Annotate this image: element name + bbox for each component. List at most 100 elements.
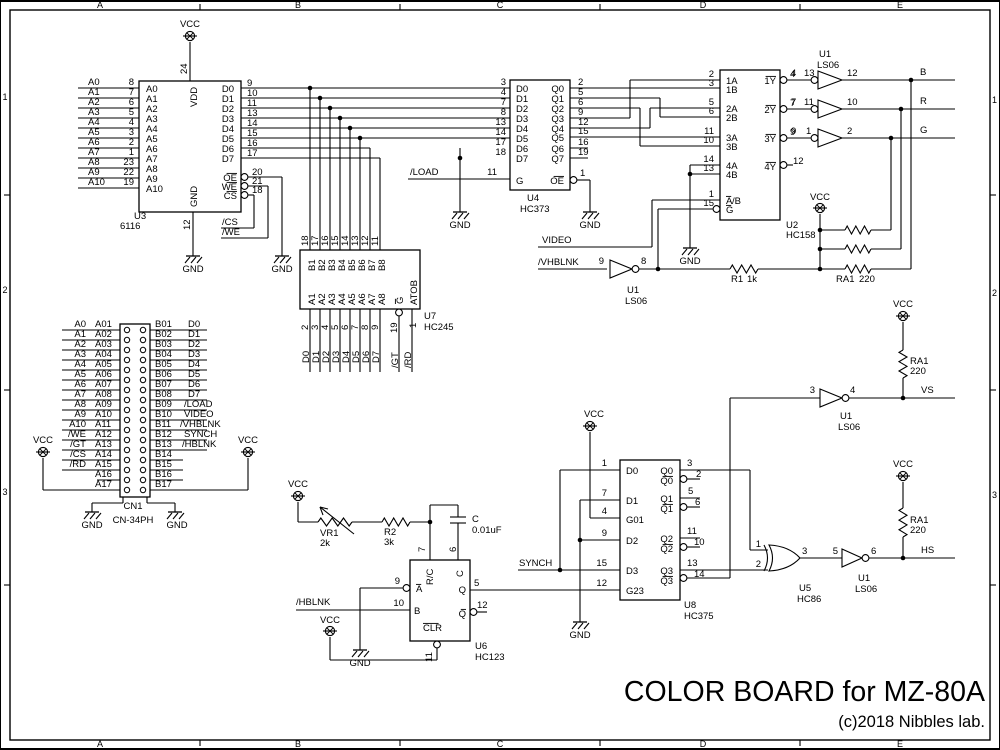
label: 14 [694, 569, 705, 580]
label: U1 [627, 285, 639, 296]
connector-pin-hole [123, 486, 131, 494]
connector-pin-hole [139, 376, 147, 384]
inverter-gate [817, 128, 844, 148]
label: C [472, 514, 479, 525]
border-col-label: A [97, 739, 103, 749]
inversion-bubble [861, 554, 870, 562]
label: 5 [578, 87, 583, 98]
label: 12 [360, 235, 371, 246]
label: 2A [726, 104, 738, 115]
label: 13 [687, 558, 698, 569]
label: A4 [146, 124, 158, 135]
label: CN1 [123, 501, 142, 512]
label: 14 [495, 127, 506, 138]
resistor [844, 224, 872, 236]
label: 5 [474, 578, 479, 589]
label: A03 [95, 339, 112, 350]
junction-dot [817, 246, 823, 252]
label: A16 [95, 469, 112, 480]
label: VCC [180, 19, 200, 30]
label: 3 [310, 325, 321, 330]
connector-pin-hole [139, 326, 147, 334]
junction-dot [347, 125, 353, 131]
label: A3 [74, 349, 86, 360]
label: 4 [791, 68, 796, 79]
label: 19 [578, 147, 589, 158]
label: /RD [70, 459, 87, 470]
label: 17 [495, 137, 506, 148]
label: 6 [129, 97, 134, 108]
resistor [897, 507, 909, 538]
label: Q3 [660, 576, 673, 587]
label: B11 [155, 419, 171, 430]
label: D7 [516, 154, 528, 165]
label: 9 [578, 107, 583, 118]
label: D5 [188, 369, 200, 380]
gnd-symbol-icon [83, 511, 102, 520]
label: A2 [74, 339, 86, 350]
label: 1 [580, 168, 585, 179]
label: A01 [95, 319, 112, 330]
connector-pin-hole [139, 346, 147, 354]
inversion-bubble [841, 394, 850, 402]
label: 4 [790, 69, 795, 80]
label: Q2 [660, 534, 673, 545]
label: B03 [155, 339, 172, 350]
inverter-gate [819, 388, 844, 408]
junction-dot [357, 135, 363, 141]
label: 19 [123, 177, 134, 188]
component-cn1-connector: A0A1A2A3A4A5A6A7A8A9A10/WE/GT/CS/RDA01A0… [33, 319, 258, 531]
vcc-symbol-icon [582, 420, 598, 432]
label: /CS [222, 217, 238, 228]
label: ATOB [409, 280, 420, 305]
label: U1 [840, 411, 852, 422]
label: B8 [377, 259, 388, 271]
label: 20 [252, 167, 263, 178]
label: Q6 [551, 144, 564, 155]
label: G [516, 176, 523, 187]
label: HC373 [520, 204, 550, 215]
connector-pin-hole [139, 436, 147, 444]
label: B3 [327, 259, 338, 271]
inversion-bubble [679, 475, 688, 483]
connector-pin-hole [139, 396, 147, 404]
label: D3 [188, 349, 200, 360]
label: Q0 [660, 476, 673, 487]
label: A4 [337, 293, 348, 305]
label: 2 [756, 559, 761, 570]
label: 4 [850, 385, 855, 396]
label: /GT [70, 439, 86, 450]
border-col-label: D [700, 0, 707, 10]
border-row-label: 3 [992, 490, 997, 500]
label: B05 [155, 359, 172, 370]
inversion-bubble [810, 76, 819, 84]
label: A0 [146, 84, 158, 95]
label: 5 [709, 97, 714, 108]
label: Q5 [551, 133, 564, 144]
sheet-border [9, 9, 991, 741]
label: A0 [88, 77, 100, 88]
inverter-gate [841, 548, 864, 568]
label: GND [189, 186, 200, 207]
label: CN-34PH [113, 515, 154, 526]
label: D3 [626, 566, 638, 577]
label: 6 [578, 97, 583, 108]
label: 2B [726, 113, 738, 124]
connector-pin-hole [139, 486, 147, 494]
label: A0 [74, 319, 86, 330]
label: A7 [367, 293, 378, 305]
label: GND [449, 220, 470, 231]
label: A4 [88, 117, 100, 128]
label: 18 [252, 185, 263, 196]
label: 4A [726, 161, 738, 172]
label: U5 [799, 583, 811, 594]
label: A2 [317, 293, 328, 305]
connector-pin-hole [139, 386, 147, 394]
label: 5 [330, 325, 341, 330]
label: A12 [95, 429, 112, 440]
label: VCC [893, 459, 913, 470]
u2-hc158-body [719, 69, 781, 221]
